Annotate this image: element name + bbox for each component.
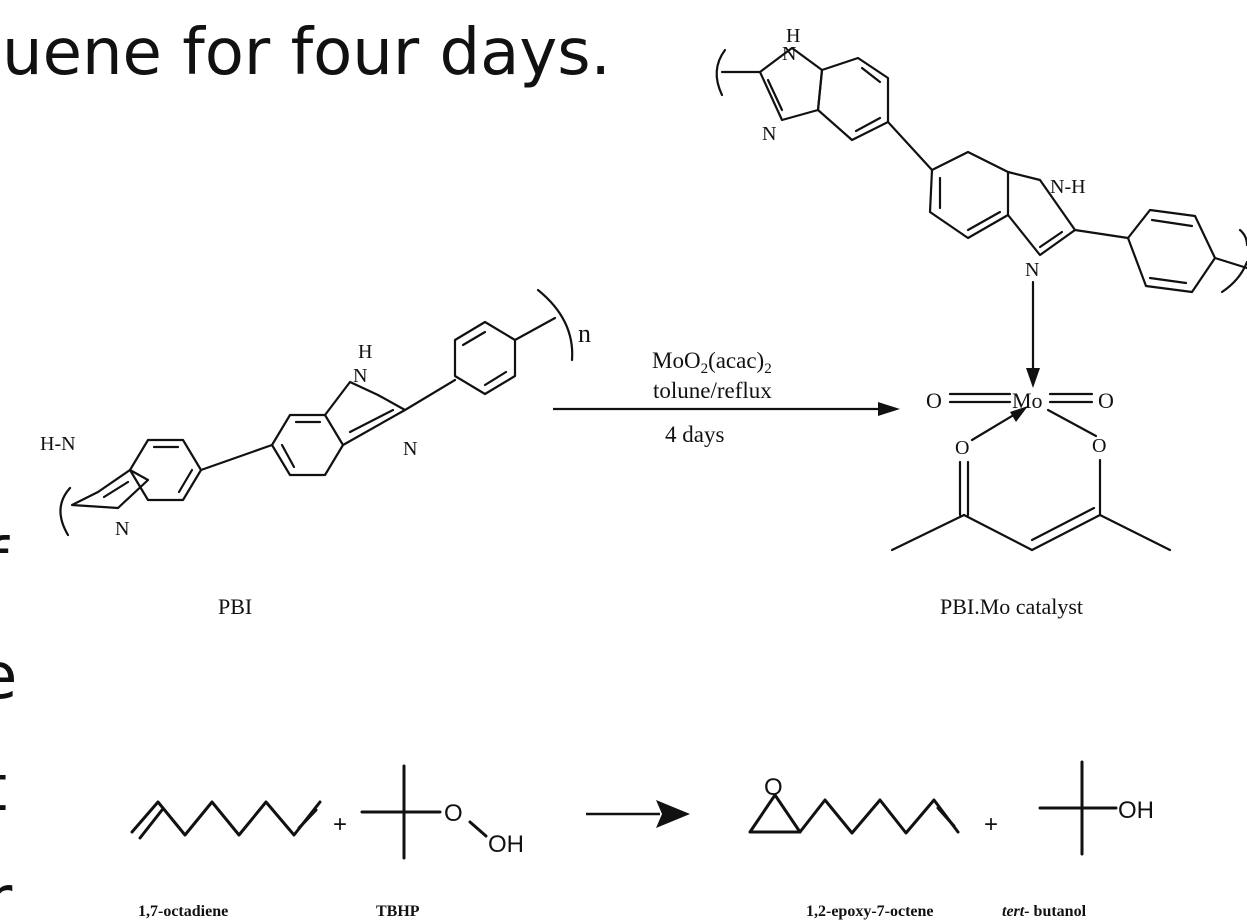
imidazole-ring-left bbox=[70, 468, 150, 510]
label-epoxyoctene: 1,2-epoxy-7-octene bbox=[806, 903, 934, 920]
atom-oh: OH bbox=[488, 831, 524, 858]
atom-o: O bbox=[444, 800, 463, 827]
octadiene-structure bbox=[130, 800, 322, 840]
slide-left-glyph: r bbox=[0, 863, 13, 921]
atom-n: N bbox=[762, 123, 776, 145]
atom-mo: Mo bbox=[1012, 388, 1043, 413]
atom-h: H bbox=[786, 25, 800, 47]
slide-left-glyph: e bbox=[0, 640, 17, 714]
tbhp-structure bbox=[360, 764, 488, 860]
tert-butanol-structure bbox=[1038, 760, 1118, 856]
epoxide-ring bbox=[748, 793, 802, 834]
atom-nh: N-H bbox=[1050, 176, 1086, 198]
atom-o: O bbox=[926, 388, 942, 413]
atom-oh: OH bbox=[1118, 797, 1154, 824]
atom-h: H bbox=[358, 341, 372, 363]
reaction-arrow-1 bbox=[553, 402, 900, 416]
epoxyoctene-structure bbox=[748, 793, 960, 835]
plus-sign: + bbox=[333, 811, 347, 838]
atom-hn: H-N bbox=[40, 433, 76, 455]
label-pbi-mo-catalyst: PBI.Mo catalyst bbox=[940, 594, 1083, 619]
atom-n: N bbox=[353, 365, 367, 387]
atom-n: N bbox=[403, 438, 417, 460]
reagent-line-1: MoO2(acac)2 bbox=[652, 348, 772, 377]
plus-sign: + bbox=[984, 811, 998, 838]
atom-o: O bbox=[955, 437, 969, 459]
benzene-ring-middle bbox=[928, 150, 1010, 240]
reagent-line-2: tolune/reflux bbox=[653, 378, 772, 403]
polymer-bracket-left bbox=[715, 48, 727, 97]
polymer-bracket-right bbox=[536, 288, 574, 362]
benzene-ring-top bbox=[816, 56, 890, 142]
biphenyl-bond bbox=[199, 443, 274, 472]
reagent-line-3: 4 days bbox=[665, 422, 724, 447]
atom-n: N bbox=[782, 43, 796, 65]
label-tbhp: TBHP bbox=[376, 903, 420, 920]
benzene-ring-a bbox=[128, 438, 203, 502]
imidazole-ring-right bbox=[323, 380, 407, 447]
slide-left-glyph: f bbox=[0, 526, 10, 600]
atom-n: N bbox=[1025, 259, 1039, 281]
polymer-bracket-left bbox=[59, 486, 72, 537]
label-pbi: PBI bbox=[218, 594, 252, 619]
slide-heading-fragment: uene for four days. bbox=[2, 16, 611, 90]
subscript-n: n bbox=[578, 319, 591, 348]
atom-n: N bbox=[115, 518, 129, 540]
phenyl-ring-c bbox=[453, 320, 517, 396]
pbi-structure: H-N N H N N n bbox=[40, 288, 591, 540]
atom-o: O bbox=[764, 774, 783, 801]
label-tert-butanol: tert- butanol bbox=[1002, 903, 1087, 920]
pbi-mo-structure: H N N N-H N O Mo O O O bbox=[715, 25, 1247, 552]
atom-o: O bbox=[1098, 388, 1114, 413]
label-octadiene: 1,7-octadiene bbox=[138, 903, 228, 920]
reaction-arrow-2 bbox=[586, 800, 690, 828]
slide-left-glyph: t bbox=[0, 752, 7, 826]
atom-o: O bbox=[1092, 435, 1106, 457]
